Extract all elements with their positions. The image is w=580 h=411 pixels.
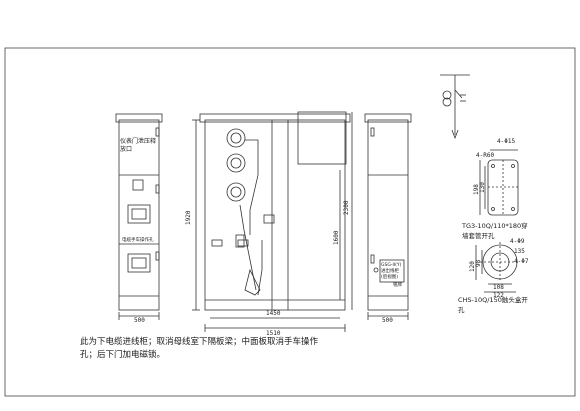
bushing-caption-line1: TG3-10Q/110*180穿 xyxy=(461,221,528,230)
front-label-line2: 放口 xyxy=(120,145,132,153)
bushing-caption-line2: 墙套管开孔 xyxy=(462,231,495,240)
contact-dim-phi9: 4-Φ9 xyxy=(510,238,525,245)
back-nameplate-small: 铭牌 xyxy=(393,281,402,288)
bushing-dim-130: 130 xyxy=(479,182,486,193)
contact-box-detail xyxy=(475,242,520,293)
schematic-symbol xyxy=(440,74,470,140)
contact-dim-122: 122 xyxy=(493,292,504,299)
back-view xyxy=(364,113,412,320)
side-view xyxy=(192,111,353,332)
notes-line2: 孔；后下门加电磁锁。 xyxy=(80,349,165,360)
contact-dim-135: 135 xyxy=(514,248,525,255)
drawing-frame xyxy=(4,47,576,397)
side-height-dim-inner: 1600 xyxy=(333,230,340,245)
front-label-line1: 仪表门泄压释 xyxy=(120,137,156,145)
contact-dim-120: 120 xyxy=(469,261,476,272)
side-height-dim-right: 2300 xyxy=(343,200,350,215)
notes-line1: 此为下电缆进线柜；取消母线室下隔板梁；中面板取消手车操作 xyxy=(80,336,319,347)
contact-dim-108: 108 xyxy=(493,284,504,291)
bushing-detail xyxy=(479,149,519,216)
bushing-dim-198: 198 xyxy=(473,184,480,195)
back-width-dim: 500 xyxy=(382,317,393,324)
front-view xyxy=(115,113,163,320)
side-height-dim-overall: 1920 xyxy=(185,210,192,225)
side-width-dim-inner: 1450 xyxy=(266,310,281,317)
back-nameplate-line1: GSG-II(Y) xyxy=(381,262,402,268)
contact-dim-98: 98 xyxy=(475,259,482,267)
contact-dim-phi7: 4-Φ7 xyxy=(514,258,529,265)
front-middle-label: 电缆手车操作孔 xyxy=(122,236,154,243)
back-nameplate-line3: (后视图) xyxy=(381,273,398,280)
back-nameplate-line2: 进出线柜 xyxy=(381,267,399,274)
contact-caption-line1: CHS-10Q/150触头盒开 xyxy=(458,295,528,304)
contact-caption-line2: 孔 xyxy=(458,306,465,314)
bushing-dim-top: 4-Φ15 xyxy=(497,138,515,145)
bushing-dim-r60: 4-R60 xyxy=(476,152,494,159)
front-width-dim: 500 xyxy=(134,317,145,324)
side-width-dim-outer: 1510 xyxy=(266,330,281,337)
